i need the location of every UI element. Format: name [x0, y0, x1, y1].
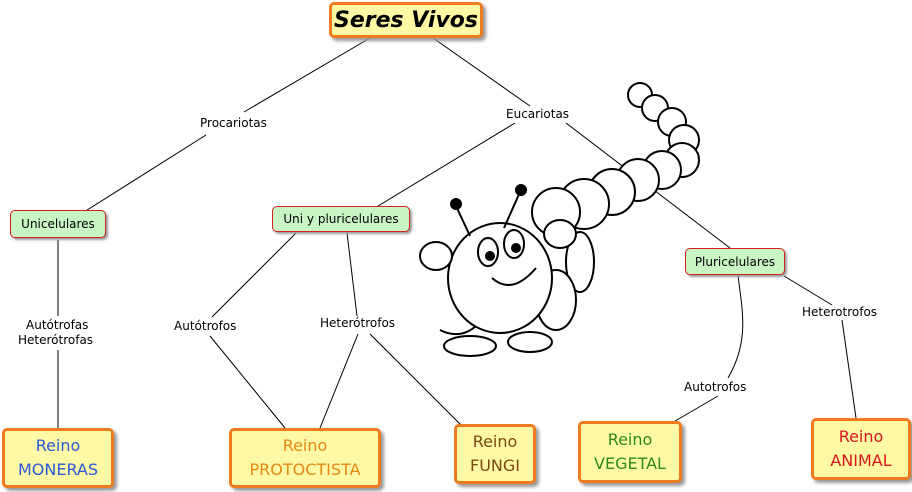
- link-label-heterotrofos-2: Heterotrofos: [802, 305, 878, 320]
- group-unicelulares: Unicelulares: [10, 210, 106, 238]
- kingdom-vegetal-line2: VEGETAL: [594, 454, 666, 473]
- group-pluricelulares: Pluricelulares: [685, 248, 785, 275]
- root-title: Seres Vivos: [333, 7, 479, 33]
- kingdom-protoctista: Reino PROTOCTISTA: [229, 428, 381, 488]
- kingdom-vegetal: Reino VEGETAL: [578, 421, 682, 483]
- root-node: Seres Vivos: [329, 2, 483, 38]
- kingdom-moneras: Reino MONERAS: [2, 428, 114, 488]
- group-unicelulares-label: Unicelulares: [21, 217, 95, 231]
- kingdom-moneras-line2: MONERAS: [17, 460, 99, 479]
- kingdom-fungi: Reino FUNGI: [454, 424, 536, 484]
- caterpillar-icon: [419, 82, 700, 357]
- kingdom-fungi-line2: FUNGI: [470, 456, 520, 475]
- group-uni-pluricelulares: Uni y pluricelulares: [272, 206, 410, 232]
- link-label-heterotrofas: Heterótrofas: [18, 333, 94, 348]
- kingdom-fungi-line1: Reino: [472, 432, 518, 451]
- kingdom-protoctista-line2: PROTOCTISTA: [249, 460, 361, 479]
- group-pluricelulares-label: Pluricelulares: [694, 254, 776, 269]
- link-label-eucariotas: Eucariotas: [506, 107, 570, 122]
- link-label-autotrofas: Autótrofas: [26, 318, 89, 333]
- kingdom-moneras-line1: Reino: [35, 436, 81, 455]
- link-label-heterotrofos-1: Heterótrofos: [320, 316, 396, 331]
- link-label-procariotas: Procariotas: [200, 116, 267, 131]
- group-uni-pluricelulares-label: Uni y pluricelulares: [283, 212, 399, 226]
- kingdom-animal: Reino ANIMAL: [811, 418, 911, 480]
- kingdom-protoctista-line1: Reino: [282, 436, 328, 455]
- link-label-autotrofos-2: Autotrofos: [684, 380, 747, 395]
- kingdom-vegetal-line1: Reino: [607, 430, 653, 449]
- kingdom-animal-line2: ANIMAL: [830, 451, 892, 470]
- kingdom-animal-line1: Reino: [838, 427, 884, 446]
- link-label-autotrofos: Autótrofos: [174, 319, 237, 334]
